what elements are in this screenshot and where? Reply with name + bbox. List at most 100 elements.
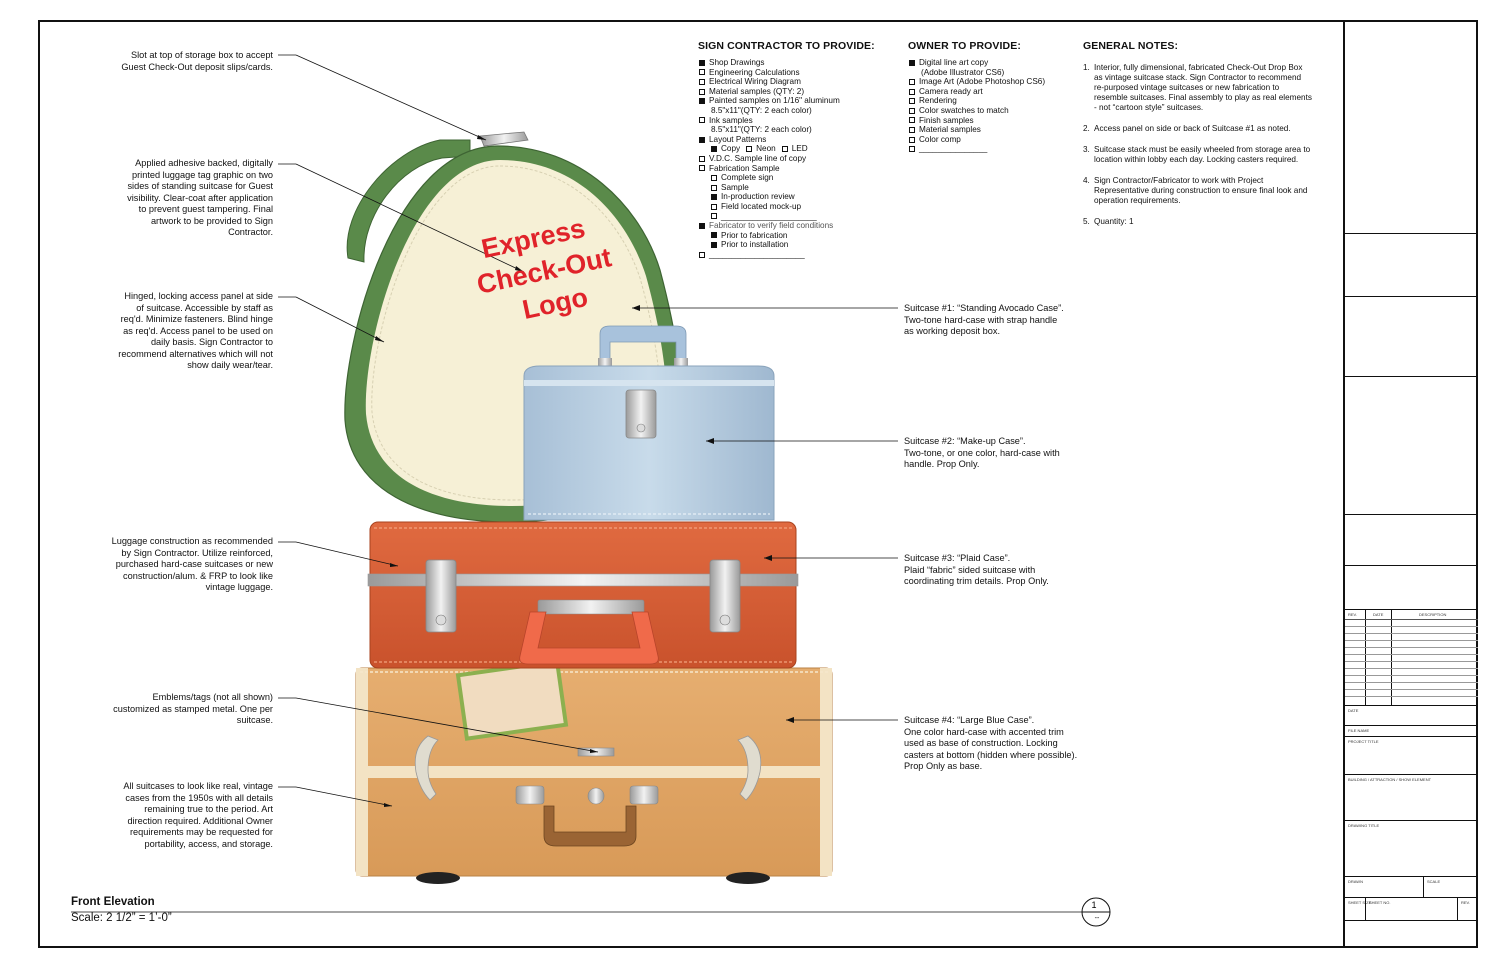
- checklist-item: (Adobe Illustrator CS6): [909, 68, 1045, 78]
- callout-line: cases from the 1950s with all details: [125, 792, 273, 803]
- checkbox[interactable]: [699, 136, 705, 143]
- checkbox[interactable]: [909, 98, 915, 105]
- sheet-no-label: SHEET NO.: [1369, 900, 1391, 905]
- callout-line: sides of standing suitcase for Guest: [127, 181, 273, 191]
- checkbox[interactable]: [699, 117, 705, 124]
- revision-table: REV. DATE DESCRIPTION: [1345, 609, 1478, 705]
- checkbox[interactable]: [711, 194, 717, 201]
- orange-case-handle: [519, 611, 659, 665]
- callout-line: portability, access, and storage.: [144, 838, 273, 849]
- checkbox[interactable]: [699, 222, 705, 229]
- strap-handle: [346, 139, 471, 263]
- callout-line: printed luggage tag graphic on two: [132, 169, 273, 180]
- callout-suitcase-4: Suitcase #4: “Large Blue Case”.One color…: [904, 715, 1077, 773]
- checkbox[interactable]: [711, 203, 717, 210]
- checkbox[interactable]: [699, 251, 705, 258]
- checklist-item: Color comp: [909, 135, 1045, 145]
- checklist-item: Finish samples: [909, 116, 1045, 126]
- checkbox[interactable]: [711, 242, 717, 249]
- checkbox[interactable]: [711, 146, 717, 153]
- checkbox[interactable]: [699, 69, 705, 76]
- checkbox[interactable]: [699, 78, 705, 85]
- checkbox[interactable]: [909, 107, 915, 114]
- callout-line: casters at bottom (hidden where possible…: [904, 749, 1078, 760]
- callout-line: used as base of construction. Locking: [904, 738, 1058, 748]
- latch-right: [709, 559, 741, 633]
- note-text: Access panel on side or back of Suitcase…: [1094, 124, 1291, 133]
- checklist-item: Ink samples: [699, 116, 840, 126]
- callout-line: Hinged, locking access panel at side: [124, 291, 273, 301]
- checklist-label: Fabrication Sample: [709, 163, 780, 173]
- drawing-title: Front Elevation: [71, 896, 155, 908]
- checklist-item: Image Art (Adobe Photoshop CS6): [909, 77, 1045, 87]
- checkbox[interactable]: [699, 98, 705, 105]
- checklist-item: Layout Patterns: [699, 135, 840, 145]
- checklist-label: Complete sign: [721, 173, 774, 183]
- checkbox[interactable]: [909, 126, 915, 133]
- checkbox[interactable]: [699, 165, 705, 172]
- latch-left: [425, 559, 457, 633]
- checklist-item: Prior to fabrication: [699, 231, 840, 241]
- callout-line: artwork to be provided to Sign: [150, 215, 273, 226]
- title-block: REV. DATE DESCRIPTION DATE FILE NAME PRO…: [1343, 20, 1478, 948]
- callout-line: requirements may be requested for: [130, 827, 273, 837]
- checkbox[interactable]: [781, 146, 788, 153]
- checklist-label: Layout Patterns: [709, 134, 767, 144]
- drawing-scale: Scale: 2 1/2” = 1’-0”: [71, 912, 172, 924]
- callout-line: customized as stamped metal. One per: [113, 703, 273, 714]
- general-notes-heading: GENERAL NOTES:: [1083, 40, 1179, 52]
- callout-line: purchased hard-case suitcases or new: [115, 559, 273, 569]
- date-label: DATE: [1348, 708, 1359, 713]
- checklist-label: Material samples: [919, 125, 981, 135]
- scale-label: SCALE: [1427, 879, 1441, 884]
- callout-line: to prevent guest tampering. Final: [138, 204, 273, 214]
- checklist-item: Fabrication Sample: [699, 164, 840, 174]
- callout-line: remaining true to the period. Art: [144, 804, 273, 814]
- checklist-item: V.D.C. Sample line of copy: [699, 154, 840, 164]
- checkbox[interactable]: [909, 146, 915, 153]
- callout-line: Contractor.: [228, 227, 273, 237]
- callout-line: Two-tone hard-case with strap handle: [904, 314, 1058, 325]
- callout-line: recommend alternatives which will not: [118, 348, 273, 359]
- checklist-label: In-production review: [721, 192, 795, 202]
- callout-line: by Sign Contractor. Utilize reinforced,: [121, 547, 273, 558]
- checklist-label: Prior to installation: [721, 240, 789, 250]
- callout-line: daily basis. Sign Contractor to: [150, 337, 273, 347]
- callout-line: One color hard-case with accented trim: [904, 726, 1064, 737]
- checkbox[interactable]: [909, 117, 915, 124]
- deposit-slot: [479, 131, 529, 147]
- checkbox[interactable]: [909, 59, 915, 66]
- checkbox[interactable]: [699, 155, 705, 162]
- callout-line: Slot at top of storage box to accept: [131, 50, 273, 60]
- note-text: Suitcase stack must be easily wheeled fr…: [1094, 145, 1311, 164]
- checklist-item: Field located mock-up: [699, 202, 840, 212]
- checkbox[interactable]: [909, 88, 915, 95]
- checkbox[interactable]: [746, 146, 753, 153]
- callout-line: Emblems/tags (not all shown): [152, 692, 273, 702]
- checkbox[interactable]: [711, 184, 717, 191]
- checklist-label: V.D.C. Sample line of copy: [709, 153, 807, 163]
- callout-line: show daily wear/tear.: [187, 360, 273, 370]
- callout-line: Prop Only as base.: [904, 761, 983, 771]
- note-text: Interior, fully dimensional, fabricated …: [1094, 63, 1312, 112]
- checkbox[interactable]: [909, 136, 915, 143]
- checkbox[interactable]: [909, 78, 915, 85]
- note-number: 4.: [1083, 176, 1090, 185]
- callout-line: direction required. Additional Owner: [127, 815, 273, 826]
- checkbox[interactable]: [711, 232, 717, 239]
- checklist-label: Rendering: [919, 96, 957, 106]
- callout-suitcase-1: Suitcase #1: “Standing Avocado Case”.Two…: [904, 303, 1064, 338]
- checkbox[interactable]: [711, 213, 717, 220]
- checklist-item: Sample: [699, 183, 840, 193]
- checkbox[interactable]: [699, 88, 705, 95]
- checklist-item: Complete sign: [699, 173, 840, 183]
- checklist-label: _____________________: [709, 249, 805, 259]
- file-name-label: FILE NAME: [1348, 728, 1370, 733]
- callout-line: Suitcase #3: “Plaid Case”.: [904, 553, 1011, 563]
- checkbox[interactable]: [699, 59, 705, 66]
- checkbox[interactable]: [711, 174, 717, 181]
- callout-line: visibility. Clear-coat after application: [127, 192, 273, 203]
